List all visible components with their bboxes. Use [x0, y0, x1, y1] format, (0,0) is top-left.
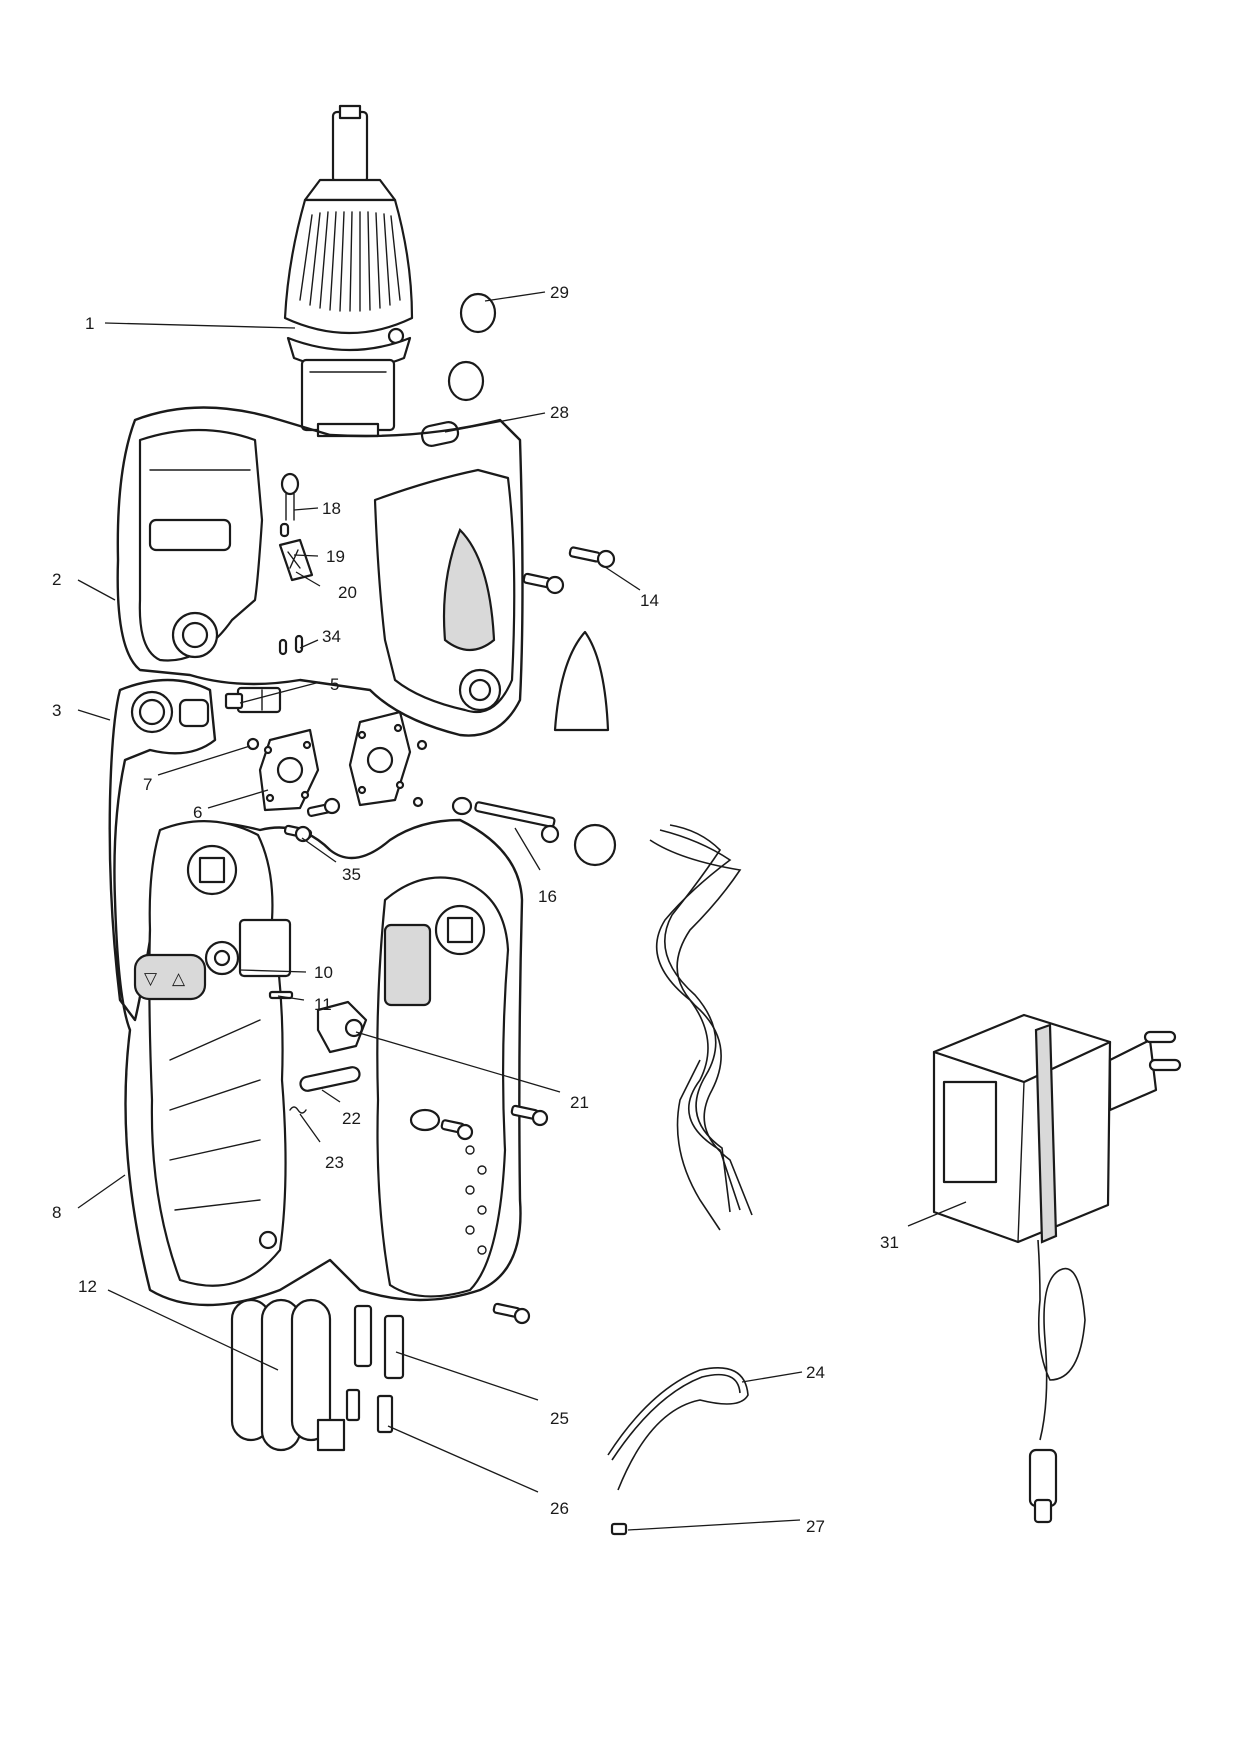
- part-ball-small: [412, 796, 424, 808]
- callout-labels: 1 2 3 5 6 7 8 10 11 12 14 16 18 19 20 21…: [52, 283, 899, 1536]
- part-clip-24: [607, 1366, 749, 1491]
- part-cap-29: [447, 292, 497, 402]
- part-connector-5: [224, 686, 282, 714]
- callout-20: 20: [338, 583, 357, 602]
- part-spring-23: [289, 1106, 307, 1114]
- callout-22: 22: [342, 1109, 361, 1128]
- part-bushing: [130, 690, 210, 734]
- switch-reverse-symbol: ▽: [144, 969, 158, 988]
- part-plate-6: [258, 728, 320, 812]
- callout-6: 6: [193, 803, 202, 822]
- callout-7: 7: [143, 775, 152, 794]
- part-clip-21: [316, 1000, 368, 1054]
- part-contact-11: [268, 990, 294, 1000]
- part-rod-22: [299, 1066, 361, 1092]
- part-cap-round: [573, 823, 617, 867]
- part-wiring-harness: [649, 824, 753, 1231]
- callout-1: 1: [85, 314, 94, 333]
- part-switch: ▽ △: [133, 953, 207, 1001]
- callout-8: 8: [52, 1203, 61, 1222]
- callout-16: 16: [538, 887, 557, 906]
- callout-24: 24: [806, 1363, 825, 1382]
- part-pcb-19-20: [278, 538, 314, 582]
- part-housing-top-right: [373, 468, 516, 714]
- callout-2: 2: [52, 570, 61, 589]
- part-contacts-34: [278, 634, 304, 656]
- callout-3: 3: [52, 701, 61, 720]
- part-screw-16: [451, 796, 560, 844]
- part-housing-bottom-left: [148, 820, 287, 1287]
- part-screws-35: [283, 797, 341, 843]
- callout-35: 35: [342, 865, 361, 884]
- callout-11: 11: [314, 995, 332, 1014]
- part-housing-top-left: [138, 428, 264, 662]
- part-motor-bracket-10: [204, 918, 292, 978]
- callout-18: 18: [322, 499, 341, 518]
- part-housing-bottom-right: [376, 876, 510, 1298]
- part-plate-6b: [348, 710, 412, 807]
- part-ball-7: [246, 737, 260, 751]
- callout-27: 27: [806, 1517, 825, 1536]
- callout-34: 34: [322, 627, 341, 646]
- part-screws-14: [522, 546, 616, 595]
- callout-23: 23: [325, 1153, 344, 1172]
- part-charger-31: [932, 1013, 1182, 1524]
- part-ball-small: [416, 739, 428, 751]
- callout-29: 29: [550, 283, 569, 302]
- callout-21: 21: [570, 1093, 589, 1112]
- part-clip-27: [610, 1522, 628, 1536]
- part-terminals-26: [345, 1388, 394, 1434]
- part-screw-housing: [440, 1104, 549, 1325]
- callout-14: 14: [640, 591, 659, 610]
- part-chuck-head: [283, 104, 414, 438]
- callout-10: 10: [314, 963, 333, 982]
- leader-lines: [77, 291, 967, 1531]
- callout-26: 26: [550, 1499, 569, 1518]
- callout-25: 25: [550, 1409, 569, 1428]
- callout-28: 28: [550, 403, 569, 422]
- part-terminals-25: [353, 1304, 405, 1380]
- part-led-18: [279, 472, 300, 538]
- callout-12: 12: [78, 1277, 97, 1296]
- part-battery-12: [230, 1298, 346, 1452]
- group-outline-2: [116, 406, 524, 737]
- switch-forward-symbol: △: [172, 969, 186, 988]
- callout-19: 19: [326, 547, 345, 566]
- part-clip-24-inner: [611, 1373, 741, 1461]
- callout-31: 31: [880, 1233, 899, 1252]
- callout-5: 5: [330, 675, 339, 694]
- part-label-sticker: [553, 630, 610, 732]
